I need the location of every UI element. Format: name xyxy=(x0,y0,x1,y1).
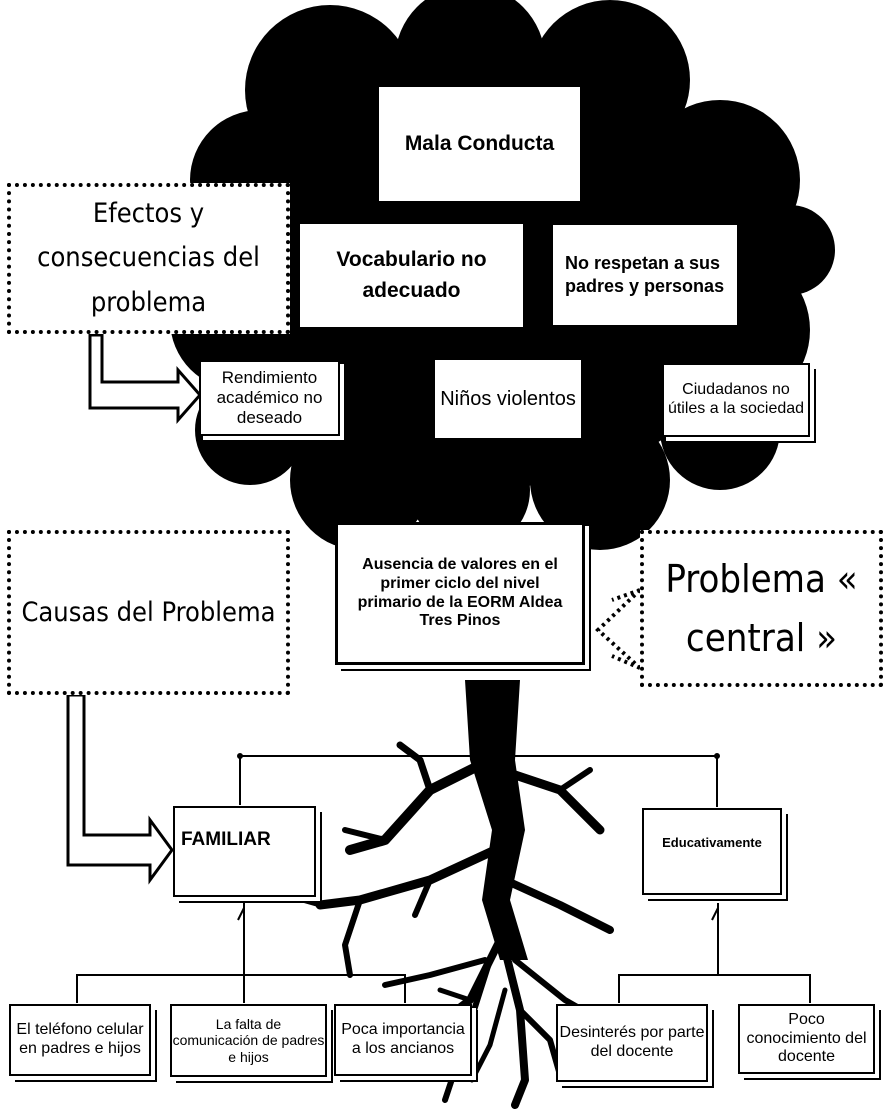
problem-label: Problema « central » xyxy=(665,556,858,660)
effects-arrow xyxy=(88,333,202,424)
effect-box-ciudadanos: Ciudadanos no útiles a la sociedad xyxy=(662,363,810,437)
cause-comunicacion: La falta de comunicación de padres e hij… xyxy=(172,1015,325,1065)
cause-box-comunicacion: La falta de comunicación de padres e hij… xyxy=(170,1004,327,1077)
central-problem: Ausencia de valores en el primer ciclo d… xyxy=(357,555,563,630)
cause-telefono: El teléfono celular en padres e hijos xyxy=(16,1021,144,1057)
causes-label: Causas del Problema xyxy=(21,597,276,628)
effect-ciudadanos: Ciudadanos no útiles a la sociedad xyxy=(667,381,805,417)
effect-ninos-violentos: Niños violentos xyxy=(440,387,576,410)
effect-no-respetan: No respetan a sus padres y personas xyxy=(565,252,725,296)
tree-roots xyxy=(282,741,614,1109)
effect-box-rendimiento: Rendimiento académico no deseado xyxy=(199,360,340,436)
cause-conocimiento: Poco conocimiento del docente xyxy=(746,1010,867,1066)
cause-desinteres: Desinterés por parte del docente xyxy=(559,1024,705,1060)
effect-box-mala-conducta: Mala Conducta xyxy=(377,85,582,203)
cause-category-educativo: Educativamente xyxy=(642,808,782,895)
cause-box-ancianos: Poca importancia a los ancianos xyxy=(334,1004,472,1076)
cause-box-conocimiento: Poco conocimiento del docente xyxy=(738,1004,875,1074)
central-problem-box: Ausencia de valores en el primer ciclo d… xyxy=(335,522,585,665)
causes-label-box: Causas del Problema xyxy=(7,530,290,695)
cause-category-familiar-label: FAMILIAR xyxy=(181,829,271,851)
causes-arrow xyxy=(66,693,174,885)
connector-lines xyxy=(76,753,811,1003)
problem-label-box: Problema « central » xyxy=(640,530,883,687)
effects-label: Efectos y consecuencias del problema xyxy=(37,197,260,318)
effect-vocabulario: Vocabulario no adecuado xyxy=(336,248,487,302)
effect-rendimiento: Rendimiento académico no deseado xyxy=(216,367,323,428)
central-pointer xyxy=(595,588,642,670)
cause-category-familiar: FAMILIAR xyxy=(173,806,316,897)
effect-box-ninos-violentos: Niños violentos xyxy=(435,360,581,438)
cause-box-telefono: El teléfono celular en padres e hijos xyxy=(9,1004,151,1076)
effect-mala-conducta: Mala Conducta xyxy=(404,131,555,155)
effect-box-no-respetan: No respetan a sus padres y personas xyxy=(550,222,740,328)
effects-label-box: Efectos y consecuencias del problema xyxy=(7,183,290,334)
cause-ancianos: Poca importancia a los ancianos xyxy=(341,1021,465,1057)
cause-box-desinteres: Desinterés por parte del docente xyxy=(556,1004,708,1082)
effect-box-vocabulario: Vocabulario no adecuado xyxy=(300,224,523,327)
tree-trunk xyxy=(465,680,528,960)
cause-category-educativo-label: Educativamente xyxy=(662,834,762,850)
